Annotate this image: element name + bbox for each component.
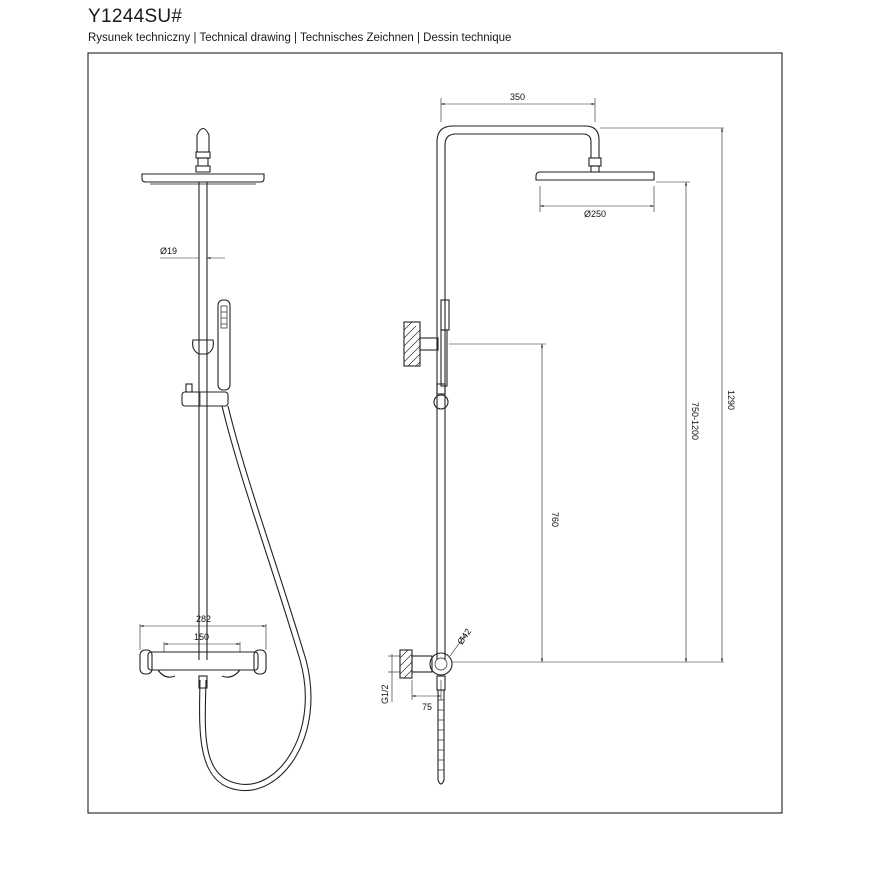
side-slider-knob [433, 394, 449, 410]
front-right-knob [253, 649, 267, 675]
front-hose [204, 405, 306, 785]
dim-axis-spacing: 150 [194, 632, 209, 642]
drawing-subtitle: Rysunek techniczny | Technical drawing |… [88, 32, 512, 44]
drawing-frame [87, 52, 783, 814]
side-valve-body [411, 655, 433, 673]
dim-adjustable-height: 750-1200 [690, 402, 700, 440]
front-slider [181, 391, 229, 407]
side-wall-bracket [419, 337, 439, 351]
side-rod-arm-inner [444, 133, 592, 660]
dim-rod-diameter: Ø19 [160, 246, 177, 256]
product-code: Y1244SU# [88, 6, 183, 27]
side-thermostat-knob [429, 652, 453, 676]
front-view: Ø19 282 150 [139, 127, 312, 792]
dim-wall-offset: 75 [422, 702, 432, 712]
dim-valve-height: 760 [550, 512, 560, 527]
dim-arm-length: 350 [510, 92, 525, 102]
front-hand-shower [217, 299, 231, 391]
front-shower-head [141, 173, 265, 183]
front-left-knob [139, 649, 153, 675]
side-rod-arm-outer [436, 125, 600, 660]
front-hand-bracket [192, 339, 214, 355]
front-thermostat-body [147, 651, 259, 671]
side-view: 350 Ø250 [380, 92, 736, 785]
dim-overall-width: 282 [196, 614, 211, 624]
dim-knob-diameter: Ø42 [455, 627, 473, 647]
front-outlet [198, 675, 208, 689]
front-top-cap [196, 127, 210, 152]
dim-head-diameter: Ø250 [584, 209, 606, 219]
side-hose [437, 690, 445, 785]
dim-total-height: 1290 [726, 390, 736, 410]
dim-thread: G1/2 [380, 684, 390, 704]
side-shower-head [535, 171, 655, 181]
